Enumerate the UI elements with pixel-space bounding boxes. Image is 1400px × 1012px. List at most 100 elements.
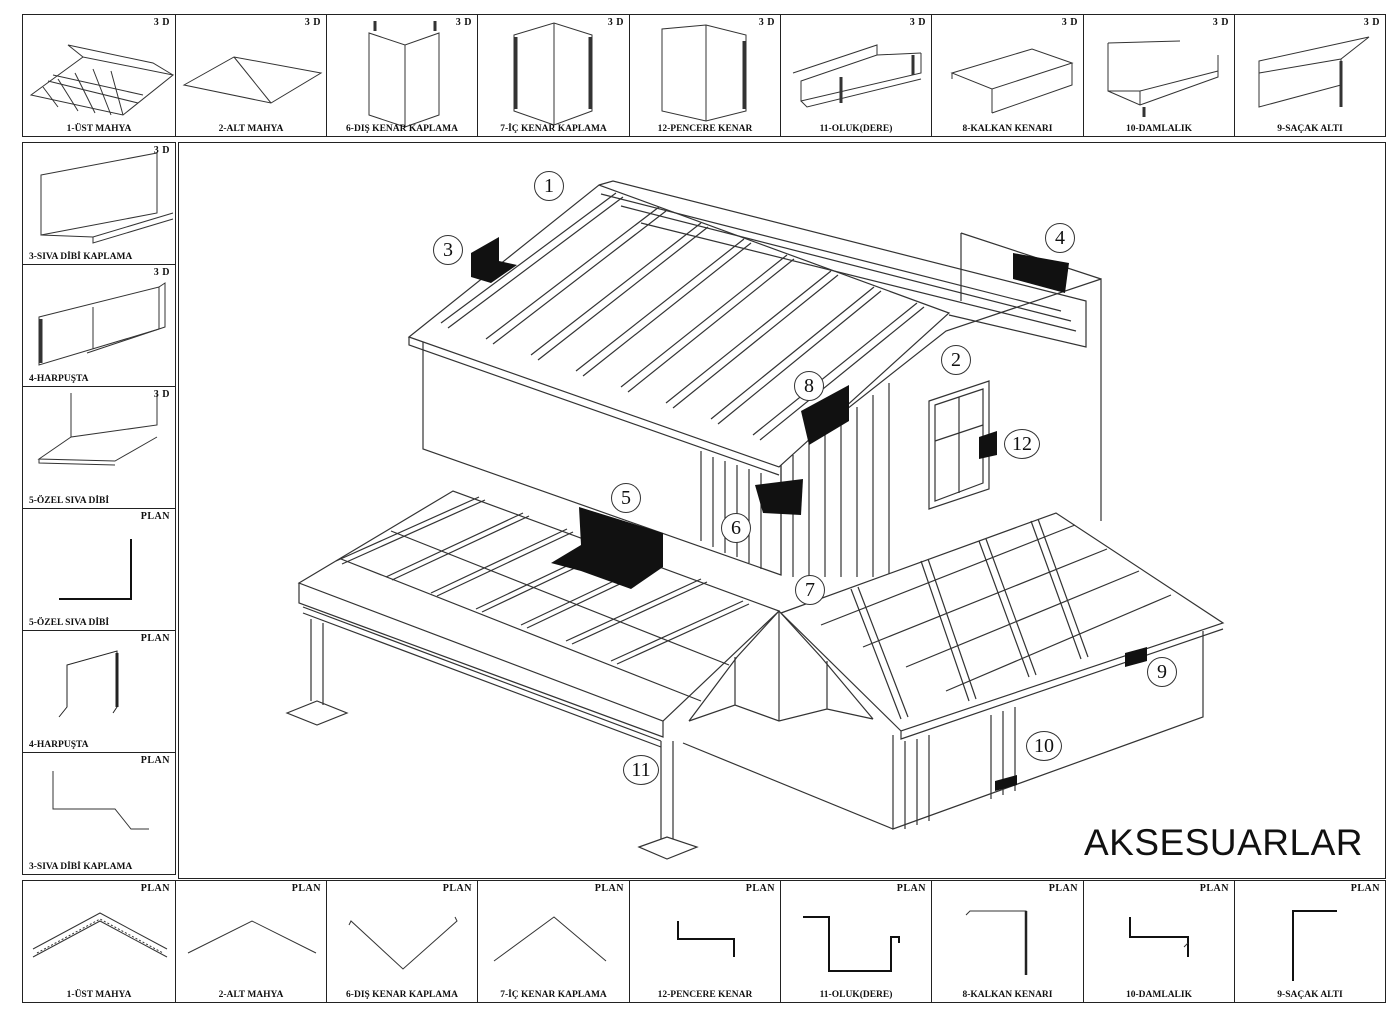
view-tag: 3 D — [1212, 17, 1229, 28]
callout-12: 12 — [1004, 429, 1040, 459]
bottom-cell-kalkan-kenari: PLAN 8-KALKAN KENARI — [931, 880, 1084, 1003]
alt-mahya-3d-icon — [182, 56, 323, 104]
cell-label: 2-ALT MAHYA — [218, 124, 284, 134]
callout-11: 11 — [623, 755, 659, 785]
view-tag: PLAN — [140, 883, 170, 894]
kalkan-kenari-3d-icon — [950, 48, 1074, 114]
callout-6: 6 — [721, 513, 751, 543]
ust-mahya-plan-icon — [32, 912, 168, 958]
cell-label: 3-SIVA DİBİ KAPLAMA — [29, 252, 133, 262]
bottom-cell-pencere-kenar: PLAN 12-PENCERE KENAR — [629, 880, 781, 1003]
view-tag: 3 D — [758, 17, 775, 28]
cell-label: 6-DIŞ KENAR KAPLAMA — [346, 990, 458, 1000]
ozel-siva-plan-icon — [59, 539, 132, 600]
cell-label: 4-HARPUŞTA — [29, 740, 89, 750]
callout-1: 1 — [534, 171, 564, 201]
bottom-cell-sacak-alti: PLAN 9-SAÇAK ALTI — [1234, 880, 1386, 1003]
bottom-cell-oluk: PLAN 11-OLUK(DERE) — [780, 880, 932, 1003]
top-cell-kalkan-kenari: 3 D 8-KALKAN KENARI — [931, 14, 1084, 137]
callout-5: 5 — [611, 483, 641, 513]
alt-mahya-plan-icon — [187, 920, 317, 954]
harpusta-plan-icon — [58, 650, 119, 718]
house-accessory-drawing: 1 2 3 4 5 6 7 8 9 10 11 12 AKSESUARLAR — [178, 142, 1386, 879]
ic-kenar-plan-icon — [493, 916, 607, 962]
callout-10: 10 — [1026, 731, 1062, 761]
view-tag: 3 D — [153, 145, 170, 156]
view-tag: PLAN — [1199, 883, 1229, 894]
left-cell-harpusta-plan: PLAN 4-HARPUŞTA — [22, 630, 176, 753]
cell-label: 11-OLUK(DERE) — [819, 990, 893, 1000]
ust-mahya-3d-icon — [29, 44, 175, 116]
view-tag: 3 D — [304, 17, 321, 28]
cell-label: 1-ÜST MAHYA — [66, 990, 132, 1000]
left-cell-ozel-siva-3d: 3 D 5-ÖZEL SIVA DİBİ — [22, 386, 176, 509]
view-tag: PLAN — [594, 883, 624, 894]
cell-label: 7-İÇ KENAR KAPLAMA — [500, 990, 607, 1000]
view-tag: 3 D — [1061, 17, 1078, 28]
callout-2: 2 — [941, 345, 971, 375]
sacak-alti-3d-icon — [1258, 36, 1370, 108]
callout-8: 8 — [794, 371, 824, 401]
view-tag: PLAN — [140, 633, 170, 644]
bottom-cell-alt-mahya: PLAN 2-ALT MAHYA — [175, 880, 327, 1003]
callout-7: 7 — [795, 575, 825, 605]
dis-kenar-plan-icon — [348, 916, 458, 970]
cell-label: 4-HARPUŞTA — [29, 374, 89, 384]
cell-label: 7-İÇ KENAR KAPLAMA — [500, 124, 607, 134]
view-tag: 3 D — [455, 17, 472, 28]
pencere-kenar-plan-icon — [677, 921, 735, 957]
damlalik-plan-icon — [1129, 917, 1189, 957]
bottom-cell-ic-kenar: PLAN 7-İÇ KENAR KAPLAMA — [477, 880, 630, 1003]
view-tag: PLAN — [291, 883, 321, 894]
cell-label: 10-DAMLALIK — [1126, 124, 1192, 134]
cell-label: 8-KALKAN KENARI — [962, 124, 1053, 134]
cell-label: 6-DIŞ KENAR KAPLAMA — [346, 124, 458, 134]
bottom-cell-ust-mahya: PLAN 1-ÜST MAHYA — [22, 880, 176, 1003]
siva-dibi-3d-icon — [40, 152, 174, 244]
oluk-plan-icon — [803, 916, 900, 972]
view-tag: PLAN — [140, 755, 170, 766]
view-tag: 3 D — [153, 267, 170, 278]
top-cell-sacak-alti: 3 D 9-SAÇAK ALTI — [1234, 14, 1386, 137]
drawing-title: AKSESUARLAR — [1084, 822, 1363, 863]
bottom-cell-damlalik: PLAN 10-DAMLALIK — [1083, 880, 1235, 1003]
callout-3: 3 — [433, 235, 463, 265]
view-tag: 3 D — [909, 17, 926, 28]
top-cell-pencere-kenar: 3 D 12-PENCERE KENAR — [629, 14, 781, 137]
left-cell-ozel-siva-plan: PLAN 5-ÖZEL SIVA DİBİ — [22, 508, 176, 631]
callout-4: 4 — [1045, 223, 1075, 253]
kalkan-kenari-plan-icon — [965, 910, 1028, 975]
left-cell-siva-dibi-plan: PLAN 3-SIVA DİBİ KAPLAMA — [22, 752, 176, 875]
damlalik-3d-icon — [1107, 40, 1219, 117]
cell-label: 3-SIVA DİBİ KAPLAMA — [29, 862, 133, 872]
cell-label: 11-OLUK(DERE) — [819, 124, 893, 134]
cell-label: 9-SAÇAK ALTI — [1277, 990, 1343, 1000]
top-cell-damlalik: 3 D 10-DAMLALIK — [1083, 14, 1235, 137]
cell-label: 10-DAMLALIK — [1126, 990, 1192, 1000]
top-cell-oluk: 3 D 11-OLUK(DERE) — [780, 14, 932, 137]
pencere-kenar-3d-icon — [661, 24, 747, 122]
cell-label: 12-PENCERE KENAR — [657, 990, 753, 1000]
cell-label: 5-ÖZEL SIVA DİBİ — [29, 618, 110, 628]
left-cell-siva-dibi-3d: 3 D 3-SIVA DİBİ KAPLAMA — [22, 142, 176, 265]
view-tag: PLAN — [140, 511, 170, 522]
view-tag: 3 D — [607, 17, 624, 28]
dis-kenar-3d-icon — [368, 21, 440, 128]
cell-label: 2-ALT MAHYA — [218, 990, 284, 1000]
cell-label: 9-SAÇAK ALTI — [1277, 124, 1343, 134]
view-tag: 3 D — [153, 389, 170, 400]
cell-label: 12-PENCERE KENAR — [657, 124, 753, 134]
harpusta-3d-icon — [38, 282, 166, 366]
top-cell-dis-kenar: 3 D 6-DIŞ KENAR KAPLAMA — [326, 14, 478, 137]
view-tag: PLAN — [896, 883, 926, 894]
top-cell-ust-mahya: 3 D 1-ÜST MAHYA — [22, 14, 176, 137]
view-tag: PLAN — [1048, 883, 1078, 894]
bottom-cell-dis-kenar: PLAN 6-DIŞ KENAR KAPLAMA — [326, 880, 478, 1003]
view-tag: PLAN — [1350, 883, 1380, 894]
callout-9: 9 — [1147, 657, 1177, 687]
house-illustration — [285, 180, 1225, 860]
cell-label: 5-ÖZEL SIVA DİBİ — [29, 496, 110, 506]
view-tag: 3 D — [153, 17, 170, 28]
view-tag: PLAN — [745, 883, 775, 894]
cell-label: 1-ÜST MAHYA — [66, 124, 132, 134]
